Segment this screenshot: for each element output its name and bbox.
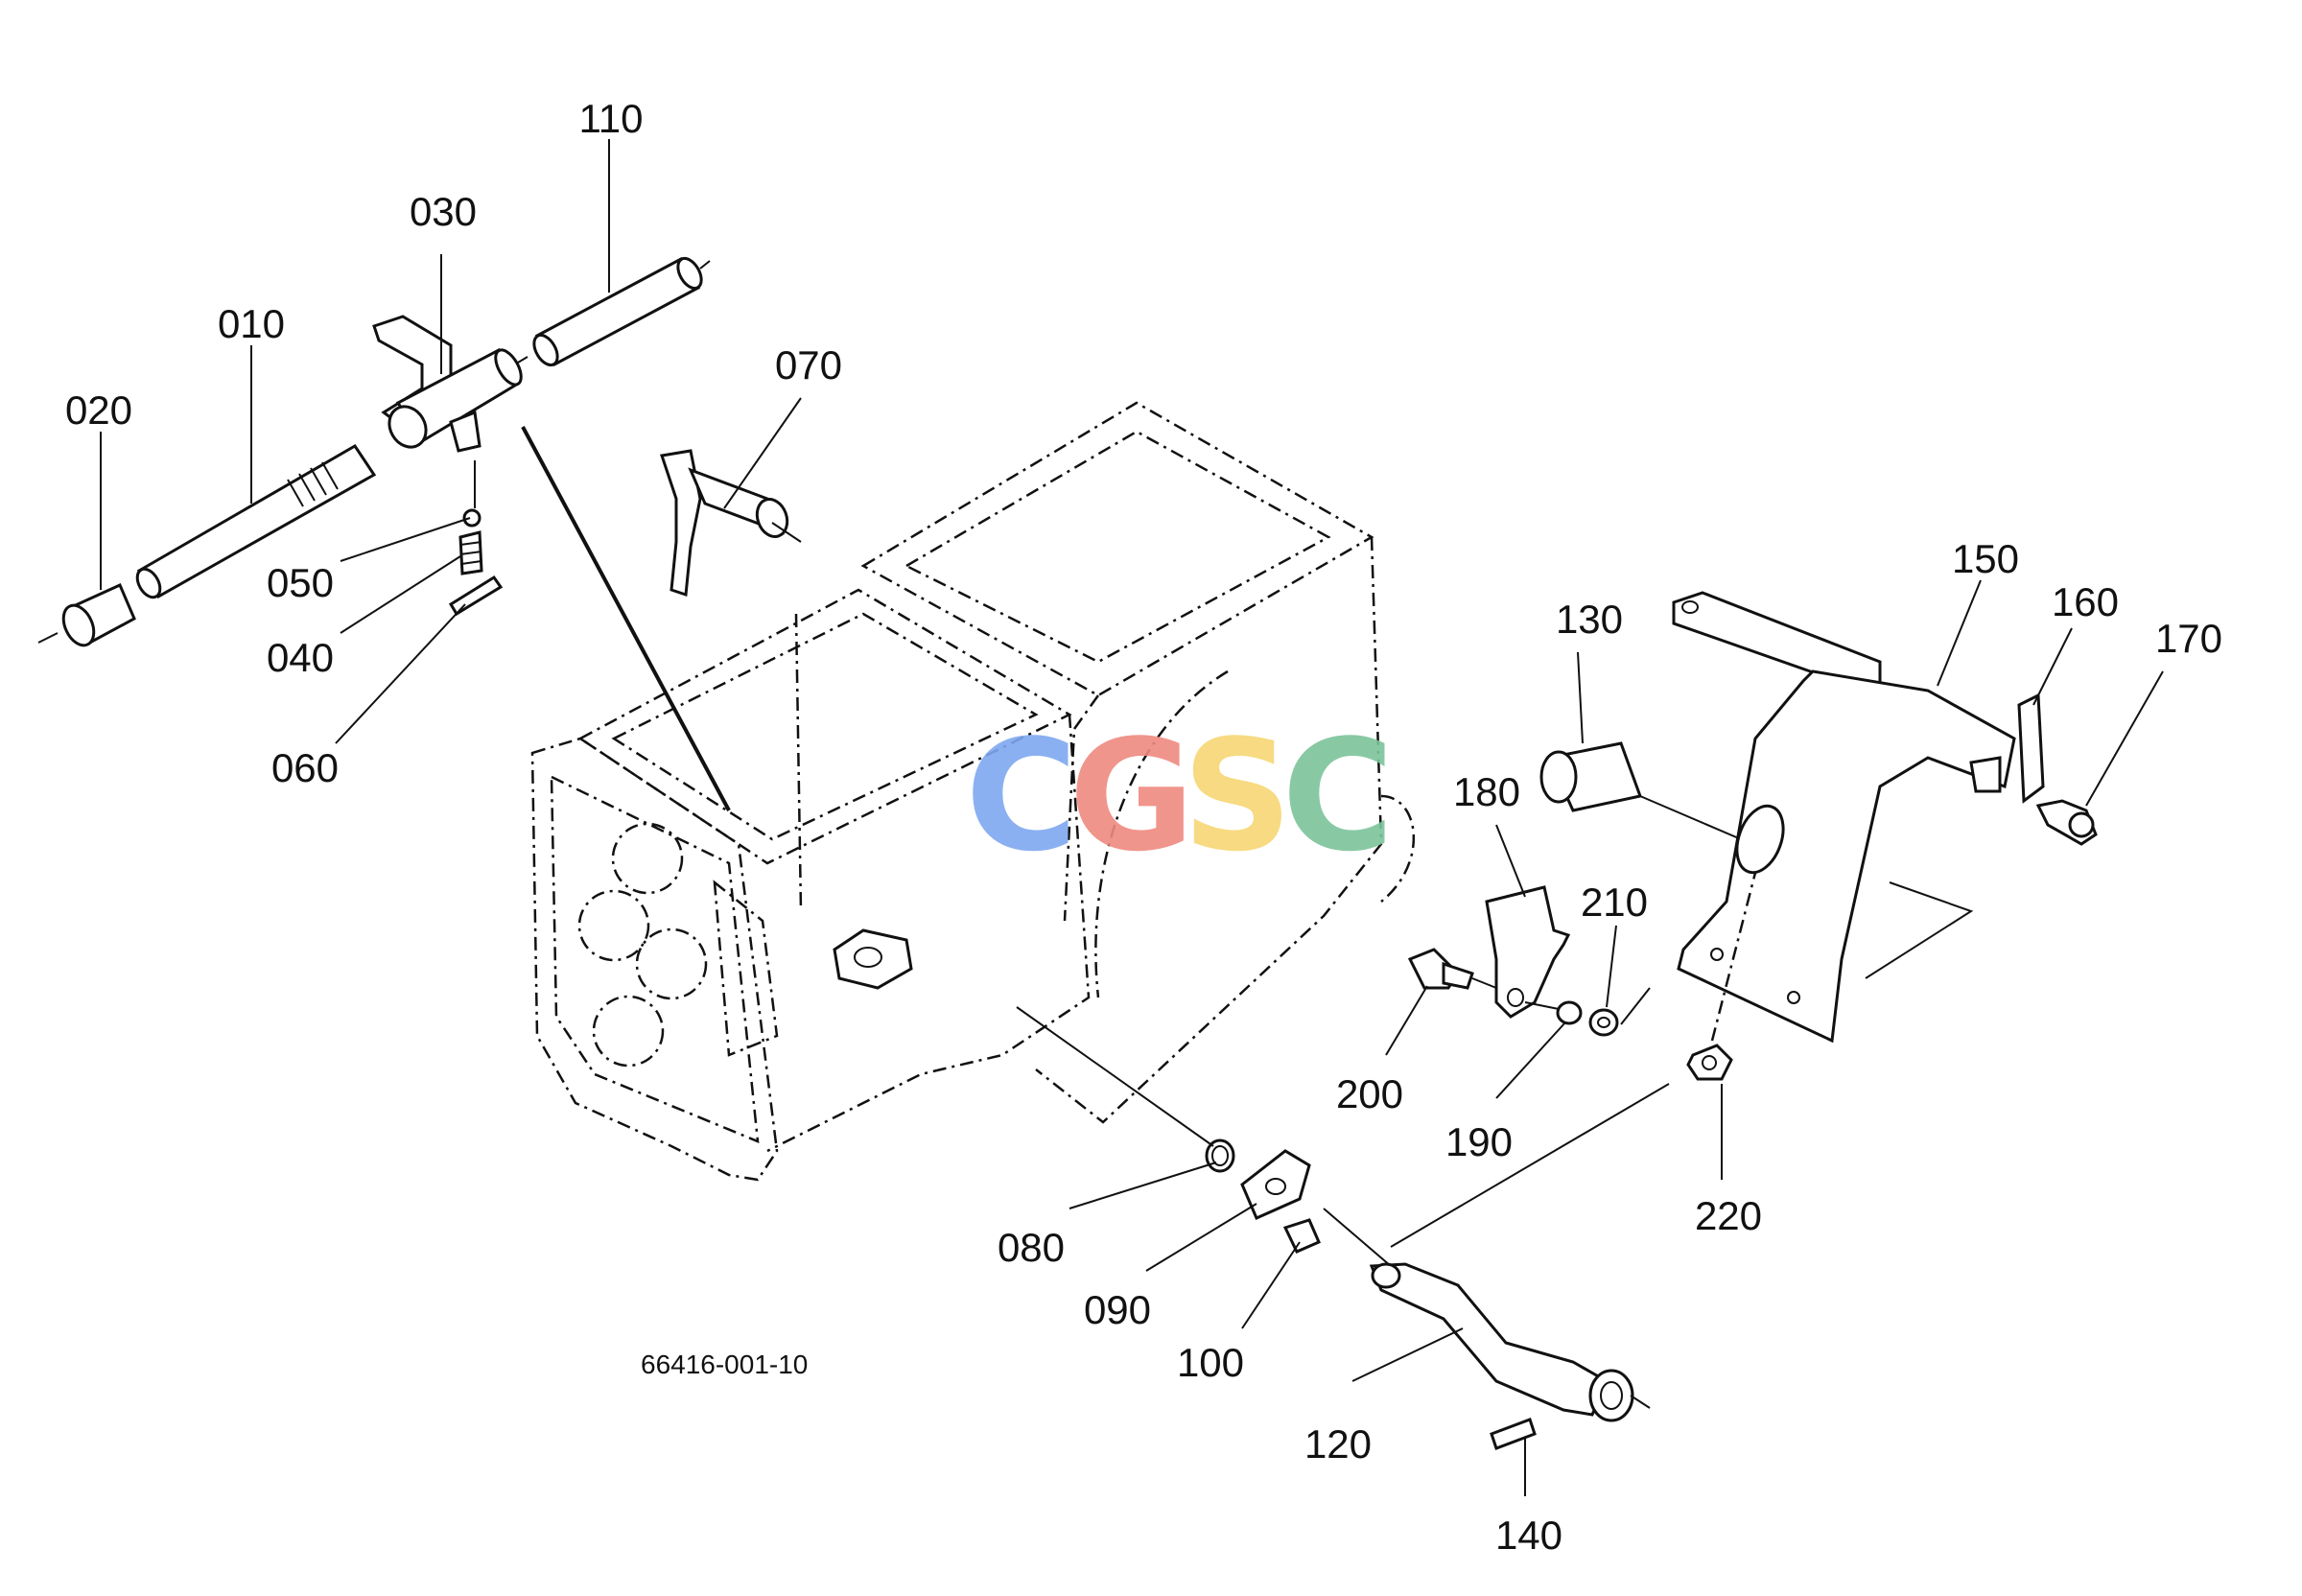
watermark-letter-1: C [965, 706, 1077, 885]
part-160-plate [2017, 692, 2045, 804]
watermark-letter-3: S [1182, 706, 1292, 885]
part-190-washer [1556, 1000, 1583, 1025]
part-070-lever [660, 449, 802, 598]
part-030-shift-fork [372, 315, 523, 453]
callout-160: 160 [2052, 579, 2119, 624]
part-110-shaft [517, 256, 711, 367]
callout-060: 060 [271, 745, 339, 790]
callout-010: 010 [218, 301, 285, 346]
watermark-letter-4: C [1281, 706, 1394, 885]
part-220-nut [1686, 1044, 1733, 1081]
watermark-letter-2: G [1069, 706, 1194, 885]
part-130-knob [1539, 741, 1742, 840]
part-010-shift-rod [135, 443, 377, 599]
transmission-case [530, 401, 1415, 1182]
callout-150: 150 [1952, 536, 2019, 581]
part-090-flange [1240, 1149, 1311, 1220]
part-200-bolt [1407, 948, 1497, 990]
part-050-ball [462, 508, 482, 528]
part-040-spring [458, 530, 483, 575]
part-020-bushing [37, 583, 136, 647]
callout-080: 080 [998, 1225, 1065, 1270]
callout-180: 180 [1453, 769, 1520, 814]
drawing-number: 66416-001-10 [641, 1350, 808, 1379]
callout-220: 220 [1695, 1193, 1762, 1238]
callout-120: 120 [1304, 1421, 1372, 1467]
leader-lines [100, 139, 2164, 1496]
callout-050: 050 [267, 560, 334, 605]
callout-070: 070 [775, 342, 842, 387]
part-170-bolt [2035, 799, 2098, 846]
callout-190: 190 [1445, 1119, 1513, 1164]
part-210-washer [1588, 1008, 1619, 1037]
part-060-pin [448, 575, 504, 617]
callout-020: 020 [65, 387, 132, 433]
callout-200: 200 [1336, 1071, 1403, 1116]
part-100-bolt [1282, 1218, 1321, 1254]
part-120-shift-arm [1369, 1262, 1651, 1422]
cgsc-watermark-logo: C G S C [965, 706, 1394, 885]
part-180-bracket [1485, 885, 1571, 1019]
callout-030: 030 [410, 189, 477, 234]
callout-100: 100 [1177, 1340, 1244, 1385]
callout-090: 090 [1084, 1287, 1151, 1332]
callout-140: 140 [1495, 1513, 1562, 1558]
part-140-pin [1490, 1418, 1537, 1450]
callout-110: 110 [579, 96, 644, 141]
callout-130: 130 [1556, 597, 1623, 642]
callout-170: 170 [2155, 616, 2222, 661]
callout-040: 040 [267, 635, 334, 680]
callout-210: 210 [1581, 880, 1648, 925]
callout-labels: 010 020 030 040 050 060 070 080 090 100 … [65, 96, 2222, 1558]
part-150-bracket [1672, 591, 2016, 1044]
